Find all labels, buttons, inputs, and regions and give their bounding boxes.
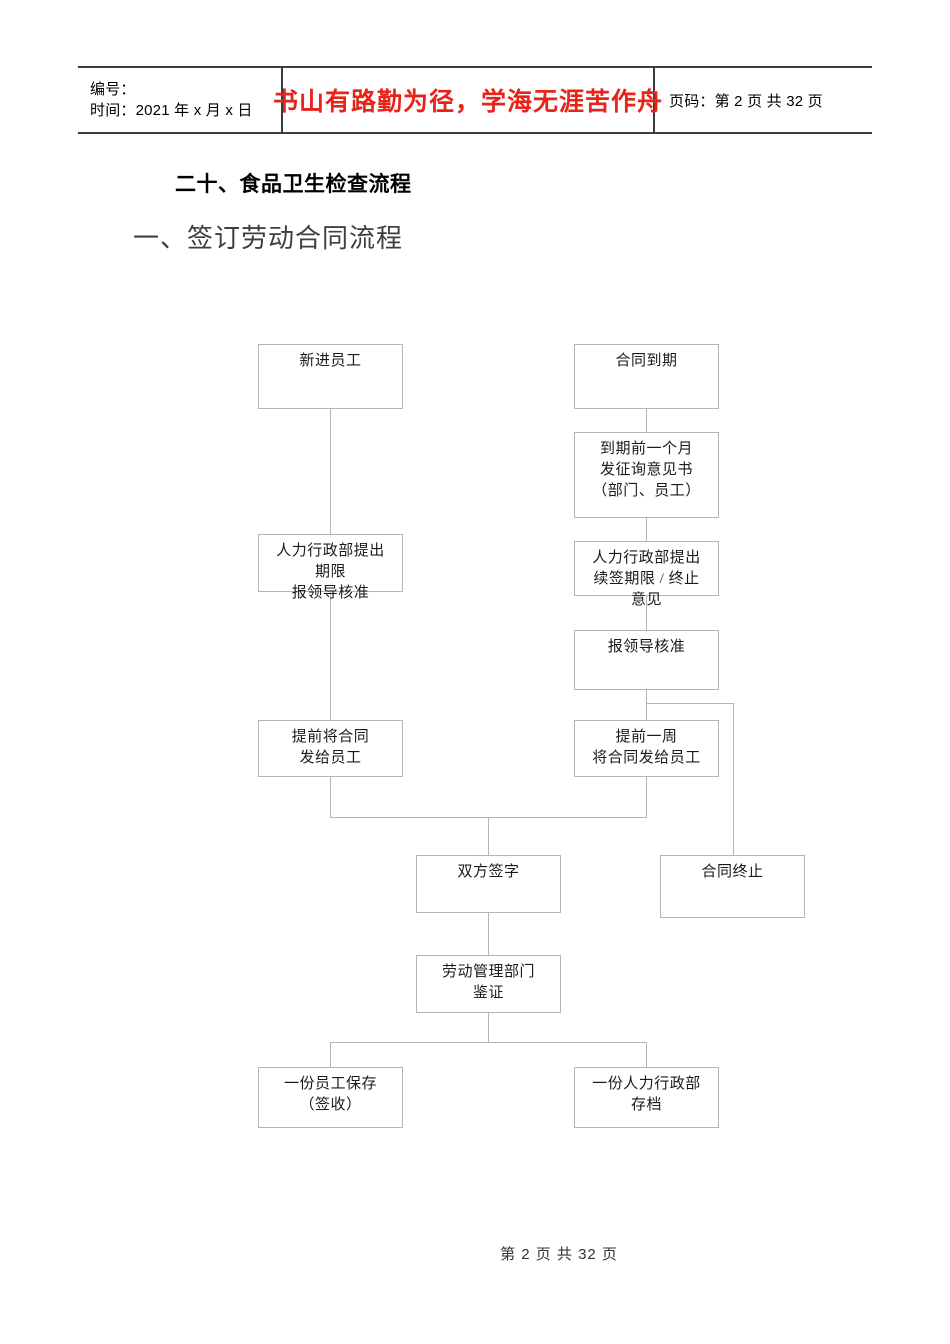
document-date-label: 时间：2021 年 x 月 x 日 xyxy=(90,102,253,119)
flow-node-line: 意见 xyxy=(630,592,662,608)
flow-node-line: 存档 xyxy=(630,1097,662,1113)
connector-n2-n3 xyxy=(646,409,647,432)
flow-node-send-contract-early[interactable]: 提前将合同 发给员工 xyxy=(258,720,403,777)
flow-node-hr-renewal-or-termination[interactable]: 人力行政部提出 续签期限 / 终止 意见 xyxy=(574,541,719,608)
flow-node-line: 发给员工 xyxy=(299,750,362,766)
flow-node-line: 报领导核准 xyxy=(607,639,686,655)
document-number-label: 编号： xyxy=(90,81,136,98)
connector-n4-n7 xyxy=(330,592,331,720)
flow-node-send-contract-one-week[interactable]: 提前一周 将合同发给员工 xyxy=(574,720,719,777)
section-subtitle: 一、签订劳动合同流程 xyxy=(133,224,404,253)
flow-node-hr-archive-copy[interactable]: 一份人力行政部 存档 xyxy=(574,1067,719,1128)
flow-node-line: 鉴证 xyxy=(472,985,504,1001)
header-cell-motto: 书山有路勤为径，学海无涯苦作舟 xyxy=(273,68,662,132)
header-cell-document-info: 编号： 时间：2021 年 x 月 x 日 xyxy=(78,68,283,132)
connector-n6-n8 xyxy=(646,690,647,720)
connector-split-bar-archive xyxy=(330,1042,647,1043)
connector-n9-n11 xyxy=(488,913,489,955)
flow-node-leader-approval[interactable]: 报领导核准 xyxy=(574,630,719,690)
connector-n8-merge xyxy=(646,777,647,818)
flow-node-line: 双方签字 xyxy=(457,864,520,880)
connector-n11-split xyxy=(488,1013,489,1042)
header-cell-page-info: 页码：第 2 页 共 32 页 xyxy=(655,68,872,132)
flow-node-line: 合同终止 xyxy=(701,864,764,880)
header-page-number: 页码：第 2 页 共 32 页 xyxy=(669,92,823,110)
page-header-table: 编号： 时间：2021 年 x 月 x 日 书山有路勤为径，学海无涯苦作舟 页码… xyxy=(78,66,872,134)
flow-node-line: 期限 xyxy=(314,564,346,580)
page-footer: 第 2 页 共 32 页 xyxy=(0,1243,950,1264)
motto-text: 书山有路勤为径，学海无涯苦作舟 xyxy=(273,89,664,116)
flow-node-line: 一份员工保存 xyxy=(283,1076,377,1092)
flow-node-line: 续签期限 / 终止 xyxy=(593,571,700,587)
flow-node-line: 合同到期 xyxy=(615,353,678,369)
flow-node-new-employee[interactable]: 新进员工 xyxy=(258,344,403,409)
connector-merge-n9 xyxy=(488,817,489,855)
connector-split-n13 xyxy=(646,1042,647,1067)
flow-node-line: （签收） xyxy=(299,1097,362,1113)
flow-node-line: 提前一周 xyxy=(615,729,678,745)
footer-page-number: 第 2 页 共 32 页 xyxy=(500,1246,618,1263)
connector-split-n12 xyxy=(330,1042,331,1067)
flow-node-line: 一份人力行政部 xyxy=(592,1076,701,1092)
flow-node-line: 劳动管理部门 xyxy=(441,964,535,980)
flow-node-both-parties-sign[interactable]: 双方签字 xyxy=(416,855,561,913)
flow-node-line: 人力行政部提出 xyxy=(592,550,701,566)
flow-node-line: 到期前一个月 xyxy=(599,441,693,457)
connector-n6-n10-vertical xyxy=(733,703,734,855)
connector-n3-n5 xyxy=(646,518,647,541)
flow-node-line: 发征询意见书 xyxy=(599,462,693,478)
flow-node-hr-proposes-term[interactable]: 人力行政部提出 期限 报领导核准 xyxy=(258,534,403,601)
flow-node-labor-dept-certification[interactable]: 劳动管理部门 鉴证 xyxy=(416,955,561,1013)
connector-n5-n6 xyxy=(646,596,647,630)
connector-n1-n4 xyxy=(330,409,331,534)
connector-n7-merge xyxy=(330,777,331,818)
flow-node-one-month-notice[interactable]: 到期前一个月 发征询意见书 （部门、员工） xyxy=(574,432,719,518)
flow-node-line: 报领导核准 xyxy=(291,585,370,601)
flow-node-line: 新进员工 xyxy=(299,353,362,369)
flow-node-line: （部门、员工） xyxy=(592,483,701,499)
connector-n6-n10-horizontal xyxy=(646,703,734,704)
page-title: 二十、食品卫生检查流程 xyxy=(175,173,412,196)
flow-node-line: 将合同发给员工 xyxy=(592,750,701,766)
flow-node-contract-terminated[interactable]: 合同终止 xyxy=(660,855,805,918)
flow-node-line: 人力行政部提出 xyxy=(276,543,385,559)
flow-node-employee-copy[interactable]: 一份员工保存 （签收） xyxy=(258,1067,403,1128)
flow-node-line: 提前将合同 xyxy=(291,729,370,745)
flow-node-contract-expiry[interactable]: 合同到期 xyxy=(574,344,719,409)
